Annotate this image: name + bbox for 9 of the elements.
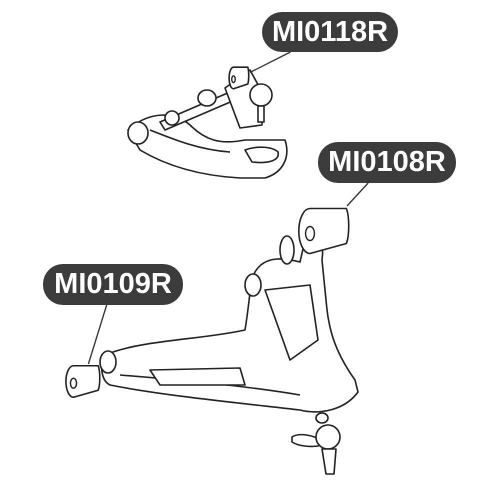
- leader-line: [346, 182, 369, 206]
- leader-line: [250, 51, 291, 74]
- part-number-label: MI0118R: [262, 12, 398, 52]
- bushing-drawing: [64, 364, 102, 399]
- part-number-label: MI0108R: [318, 142, 456, 183]
- part-number-label: MI0109R: [43, 264, 183, 305]
- bushing-drawing: [296, 206, 352, 256]
- bushing-drawing: [228, 66, 250, 90]
- leader-line: [88, 304, 108, 364]
